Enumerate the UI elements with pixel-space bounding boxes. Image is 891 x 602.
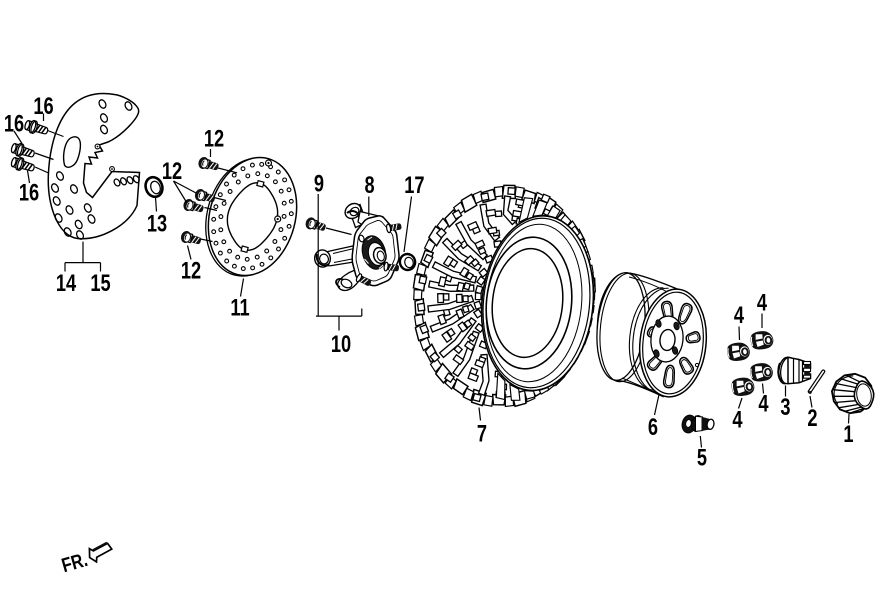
svg-text:11: 11 [230,294,249,321]
svg-text:5: 5 [697,444,707,471]
svg-text:15: 15 [90,269,110,296]
svg-text:1: 1 [843,420,853,447]
svg-text:7: 7 [477,420,487,447]
svg-text:4: 4 [734,301,744,328]
svg-text:12: 12 [162,157,182,184]
svg-text:13: 13 [147,210,167,237]
svg-text:16: 16 [33,92,53,119]
svg-text:12: 12 [181,257,201,284]
svg-text:8: 8 [365,171,375,198]
svg-text:4: 4 [758,390,768,417]
svg-text:12: 12 [204,125,224,152]
svg-text:9: 9 [314,170,324,197]
svg-text:16: 16 [19,179,39,206]
svg-text:4: 4 [732,406,742,433]
svg-text:14: 14 [56,269,76,296]
svg-text:17: 17 [404,171,424,198]
svg-text:6: 6 [648,413,658,440]
svg-text:4: 4 [757,289,767,316]
svg-text:2: 2 [807,404,817,431]
svg-text:10: 10 [331,330,351,357]
svg-text:3: 3 [780,393,790,420]
svg-text:16: 16 [4,110,24,137]
